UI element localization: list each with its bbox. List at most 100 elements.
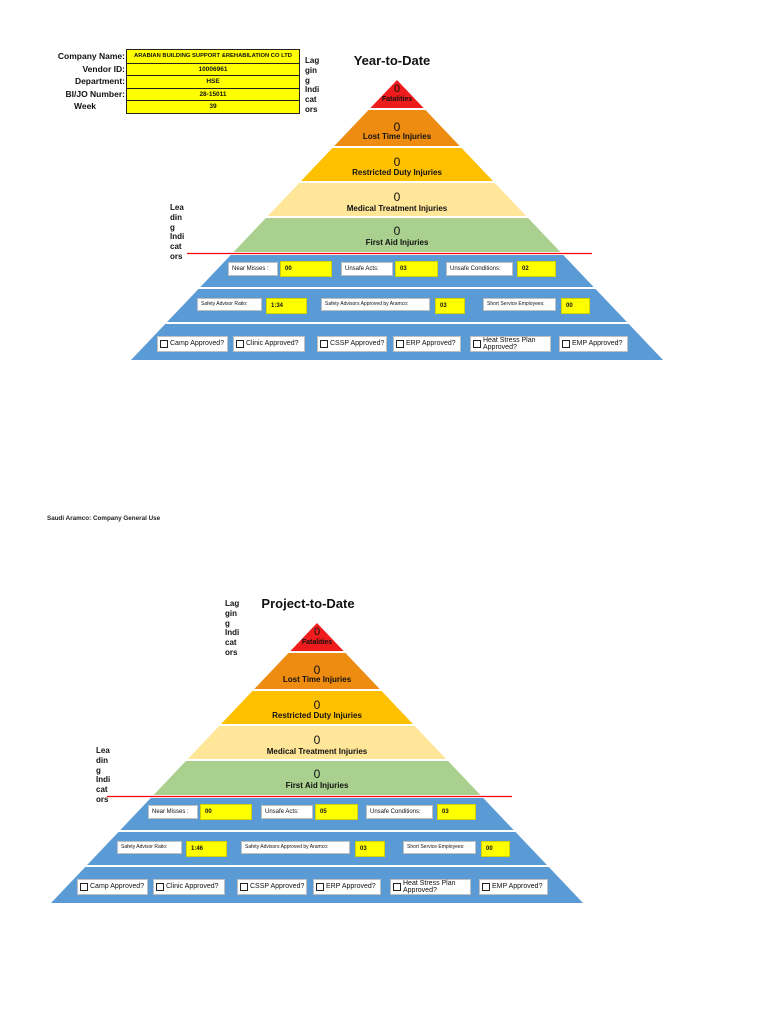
- vendor-id-label: Vendor ID:: [82, 63, 125, 74]
- clinic-approved-item[interactable]: Clinic Approved?: [233, 336, 305, 352]
- restricted-duty-injuries-label: Restricted Duty Injuries: [352, 168, 442, 177]
- clinic-approved-checkbox[interactable]: [156, 883, 164, 891]
- department-label: Department:: [74, 76, 125, 87]
- bi-jo-number-label: BI/JO Number:: [65, 88, 125, 99]
- restricted-duty-injuries-label: Restricted Duty Injuries: [272, 711, 362, 720]
- short-service-employees-value: 00: [561, 298, 590, 314]
- lagging-indicators-label-line: gin: [225, 608, 237, 618]
- lagging-indicators-label-line: gin: [305, 65, 317, 75]
- leading-indicators-label-line: g: [96, 765, 101, 775]
- leading-indicators-label-line: Indi: [170, 232, 185, 242]
- first-aid-injuries-count: 0: [313, 767, 321, 781]
- vendor-id-value: 10006961: [127, 62, 299, 76]
- unsafe-conditions-label: Unsafe Conditions:: [366, 805, 433, 819]
- camp-approved-item[interactable]: Camp Approved?: [77, 879, 148, 895]
- first-aid-injuries-band: [233, 218, 561, 252]
- lost-time-injuries-count: 0: [313, 663, 321, 677]
- camp-approved-label: Camp Approved?: [170, 340, 225, 347]
- medical-treatment-injuries-band: [267, 183, 527, 216]
- unsafe-conditions-value: 02: [517, 261, 556, 277]
- heat-stress-plan-approved-checkbox[interactable]: [473, 340, 481, 348]
- leading-indicators-label-line: cat: [96, 785, 108, 795]
- short-service-employees-value: 00: [481, 841, 510, 857]
- first-aid-injuries-band: [153, 761, 481, 795]
- leading-indicators-label-line: din: [96, 755, 108, 765]
- erp-approved-item[interactable]: ERP Approved?: [313, 879, 381, 895]
- erp-approved-item[interactable]: ERP Approved?: [393, 336, 461, 352]
- medical-treatment-injuries-label: Medical Treatment Injuries: [346, 204, 448, 213]
- safety-advisor-ratio-label: Safety Advisor Ratio:: [197, 298, 262, 311]
- lagging-indicators-label-line: g: [305, 75, 310, 85]
- emp-approved-label: EMP Approved?: [492, 883, 543, 890]
- fatalities-count: 0: [393, 83, 401, 95]
- bi-jo-number-value: 28-15011: [127, 87, 299, 101]
- cssp-approved-item[interactable]: CSSP Approved?: [317, 336, 387, 352]
- company-name-label: Company Name:: [57, 51, 125, 61]
- lagging-indicators-label-line: ors: [225, 647, 238, 657]
- unsafe-conditions-value: 03: [437, 804, 476, 820]
- camp-approved-label: Camp Approved?: [90, 883, 145, 890]
- unsafe-acts-value: 03: [395, 261, 438, 277]
- fatalities-band: [290, 623, 344, 651]
- short-service-employees-label: Short Service Employees:: [483, 298, 556, 311]
- unsafe-conditions-label: Unsafe Conditions:: [446, 262, 513, 276]
- first-aid-injuries-label: First Aid Injuries: [285, 781, 349, 790]
- department-value: HSE: [127, 75, 299, 88]
- lagging-indicators-label-line: ors: [305, 104, 318, 114]
- clinic-approved-label: Clinic Approved?: [166, 883, 219, 890]
- emp-approved-item[interactable]: EMP Approved?: [559, 336, 628, 352]
- clinic-approved-checkbox[interactable]: [236, 340, 244, 348]
- emp-approved-checkbox[interactable]: [562, 340, 570, 348]
- camp-approved-checkbox[interactable]: [160, 340, 168, 348]
- fatalities-label: Fatalities: [381, 96, 413, 103]
- leading-indicators-label-line: ors: [96, 794, 109, 804]
- cssp-approved-label: CSSP Approved?: [330, 340, 385, 347]
- lagging-indicators-label-line: Indi: [225, 628, 240, 638]
- erp-approved-label: ERP Approved?: [326, 883, 376, 890]
- classification-footer: Saudi Aramco: Company General Use: [47, 515, 161, 522]
- lost-time-injuries-label: Lost Time Injuries: [362, 132, 432, 141]
- lagging-indicators-label-line: cat: [225, 638, 237, 648]
- first-aid-injuries-count: 0: [393, 224, 401, 238]
- emp-approved-label: EMP Approved?: [572, 340, 623, 347]
- lagging-indicators-label-line: cat: [305, 95, 317, 105]
- medical-treatment-injuries-label: Medical Treatment Injuries: [266, 747, 368, 756]
- camp-approved-checkbox[interactable]: [80, 883, 88, 891]
- medical-treatment-injuries-band: [187, 726, 447, 759]
- emp-approved-checkbox[interactable]: [482, 883, 490, 891]
- erp-approved-label: ERP Approved?: [406, 340, 456, 347]
- cssp-approved-checkbox[interactable]: [320, 340, 328, 348]
- safety-advisors-approved-by-aramco-value: 03: [435, 298, 465, 314]
- cssp-approved-checkbox[interactable]: [240, 883, 248, 891]
- clinic-approved-item[interactable]: Clinic Approved?: [153, 879, 225, 895]
- lagging-indicators-label-line: Lag: [225, 599, 240, 608]
- heat-stress-plan-approved-checkbox[interactable]: [393, 883, 401, 891]
- lost-time-injuries-label: Lost Time Injuries: [282, 675, 352, 684]
- heat-stress-plan-approved-item[interactable]: Heat Stress Plan Approved?: [390, 879, 471, 895]
- restricted-duty-injuries-band: [301, 148, 493, 181]
- near-misses-label: Near Misses :: [148, 805, 198, 819]
- pyramid-title: Year-to-Date: [353, 53, 431, 68]
- cssp-approved-item[interactable]: CSSP Approved?: [237, 879, 307, 895]
- safety-advisors-approved-by-aramco-label: Safety Advisors Approved by Aramco:: [321, 298, 430, 311]
- pyramid-title: Project-to-Date: [261, 596, 355, 611]
- company-info-table: ARABIAN BUILDING SUPPORT &REHABILATION C…: [126, 49, 300, 114]
- camp-approved-item[interactable]: Camp Approved?: [157, 336, 228, 352]
- lagging-indicators-label-line: g: [225, 618, 230, 628]
- clinic-approved-label: Clinic Approved?: [246, 340, 299, 347]
- erp-approved-checkbox[interactable]: [396, 340, 404, 348]
- unsafe-acts-label: Unsafe Acts:: [261, 805, 313, 819]
- heat-stress-plan-approved-label: Heat Stress Plan Approved?: [403, 880, 456, 895]
- heat-stress-plan-approved-item[interactable]: Heat Stress Plan Approved?: [470, 336, 551, 352]
- lost-time-injuries-band: [334, 110, 460, 146]
- emp-approved-item[interactable]: EMP Approved?: [479, 879, 548, 895]
- erp-approved-checkbox[interactable]: [316, 883, 324, 891]
- short-service-employees-label: Short Service Employees:: [403, 841, 476, 854]
- fatalities-count: 0: [313, 626, 321, 638]
- unsafe-acts-value: 05: [315, 804, 358, 820]
